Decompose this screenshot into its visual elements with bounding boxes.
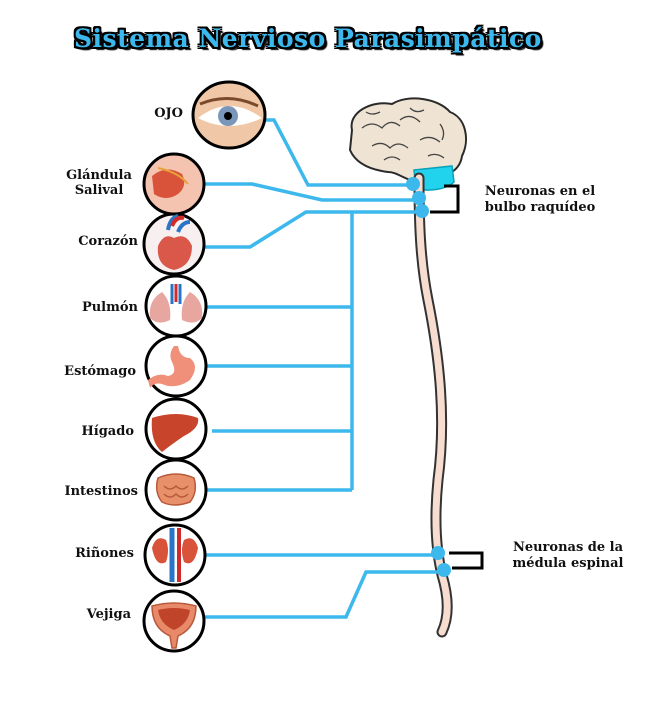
bracket-bulbo [430, 184, 460, 214]
neuron-node [415, 204, 429, 218]
connector-ojo [266, 118, 412, 187]
nerve-connectors [205, 118, 445, 619]
salivary-gland-icon [142, 152, 206, 216]
label-rinones: Riñones [75, 546, 134, 561]
neuron-node [412, 191, 426, 205]
annotation-medula-espinal: Neuronas de la médula espinal [512, 540, 624, 571]
brain-icon [348, 97, 467, 184]
connector-glandula [205, 182, 418, 202]
label-ojo: OJO [154, 106, 183, 121]
bracket-medula [449, 551, 484, 570]
label-estomago: Estómago [64, 364, 136, 379]
label-glandula-salival: Glándula Salival [66, 168, 132, 198]
intestines-icon [144, 458, 208, 522]
lungs-icon [144, 274, 208, 338]
connector-vejiga [205, 570, 445, 619]
brackets [430, 184, 484, 570]
bladder-icon [142, 589, 206, 653]
neuron-node [431, 546, 445, 560]
organ-icons [142, 80, 267, 653]
diagram-title: Sistema Nervioso Parasimpático [74, 24, 542, 53]
stomach-icon [144, 334, 208, 398]
neuron-node [437, 563, 451, 577]
eye-icon [191, 80, 267, 150]
label-pulmon: Pulmón [81, 300, 138, 315]
neuron-nodes [406, 177, 451, 577]
kidneys-icon [143, 523, 207, 587]
label-intestinos: Intestinos [64, 484, 138, 499]
connector-corazon [205, 210, 420, 249]
label-vejiga: Vejiga [86, 607, 131, 622]
heart-icon [142, 212, 206, 276]
label-corazon: Corazón [78, 234, 138, 249]
label-higado: Hígado [81, 424, 135, 439]
liver-icon [144, 397, 208, 461]
annotation-bulbo-raquideo: Neuronas en el bulbo raquídeo [484, 184, 596, 215]
neuron-node [406, 177, 420, 191]
